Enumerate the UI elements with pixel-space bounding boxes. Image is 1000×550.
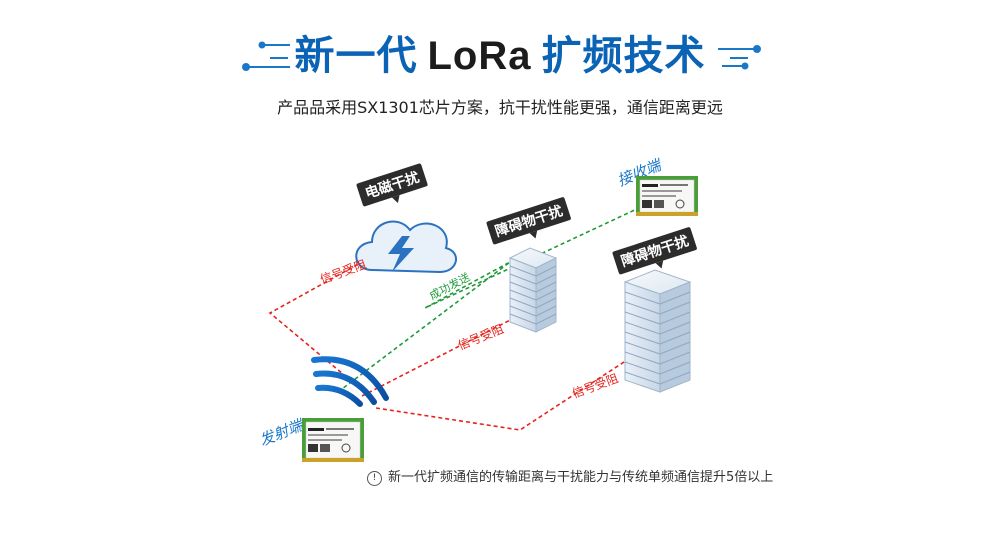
tag-obstacle-2-text: 障碍物干扰: [619, 232, 691, 270]
title-lora: LoRa: [427, 34, 532, 78]
title-circuit-decoration-right: [718, 45, 761, 70]
obstacle-rack-small: [508, 247, 558, 333]
wifi-wave-icon: [311, 356, 389, 407]
cloud-icon: [355, 220, 457, 274]
label-blocked-obstacle-1: 信号受阻: [456, 322, 506, 353]
title-part1: 新一代: [294, 33, 418, 79]
footnote-text: 新一代扩频通信的传输距离与干扰能力与传统单频通信提升5倍以上: [388, 470, 774, 485]
footnote: ! 新一代扩频通信的传输距离与干扰能力与传统单频通信提升5倍以上: [367, 466, 773, 486]
signal-path-blocked-emi: [268, 261, 369, 396]
tag-obstacle-1: 障碍物干扰: [486, 197, 571, 245]
title-part2: 扩频技术: [541, 33, 706, 79]
transmitter-module: [302, 418, 364, 462]
label-blocked-obstacle-2: 信号受阻: [570, 371, 620, 401]
title-circuit-decoration-left: [242, 41, 290, 71]
signal-path-success: [337, 199, 657, 393]
info-icon: !: [367, 471, 382, 486]
label-blocked-emi: 信号受阻: [318, 257, 368, 287]
tag-obstacle-1-text: 障碍物干扰: [493, 202, 565, 240]
page-subtitle: 产品品采用SX1301芯片方案，抗干扰性能更强，通信距离更远: [277, 98, 723, 117]
obstacle-rack-large: [623, 269, 692, 393]
tag-emi: 电磁干扰: [356, 163, 428, 207]
receiver-module: [636, 176, 698, 216]
label-transmitter: 发射端: [257, 415, 307, 449]
signal-path-blocked-obstacle-1: [361, 314, 521, 397]
